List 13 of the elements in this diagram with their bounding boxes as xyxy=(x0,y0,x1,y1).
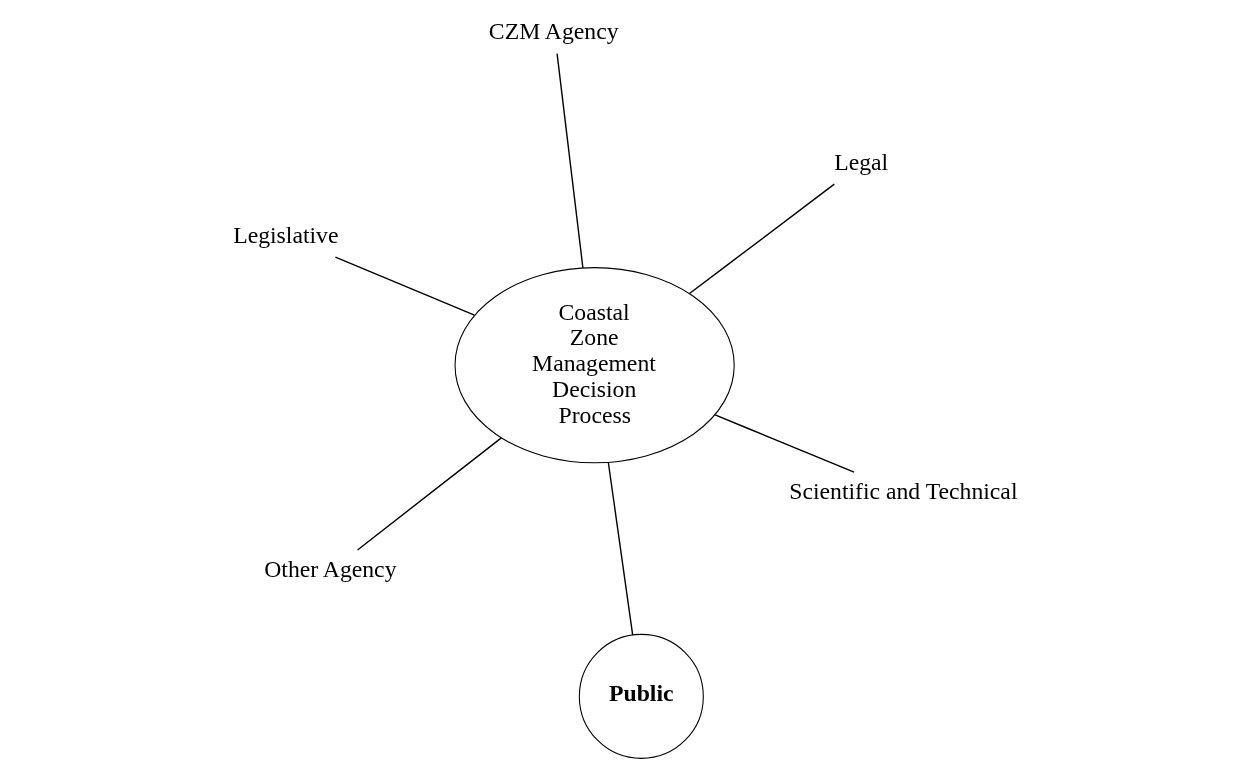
connector xyxy=(334,256,476,316)
connector xyxy=(356,437,502,551)
node-text: Legislative xyxy=(233,221,339,248)
connector xyxy=(688,183,835,295)
node-text: Scientific and Technical xyxy=(789,477,1018,504)
node-text: Legal xyxy=(834,148,889,175)
connector xyxy=(607,461,634,636)
node-text: CZM Agency xyxy=(488,18,619,45)
node-text: Other Agency xyxy=(264,555,397,582)
connector xyxy=(714,414,855,473)
connector xyxy=(556,53,584,269)
node-circle: Public xyxy=(578,633,704,759)
node-ellipse: Coastal Zone Management Decision Process xyxy=(454,267,735,464)
